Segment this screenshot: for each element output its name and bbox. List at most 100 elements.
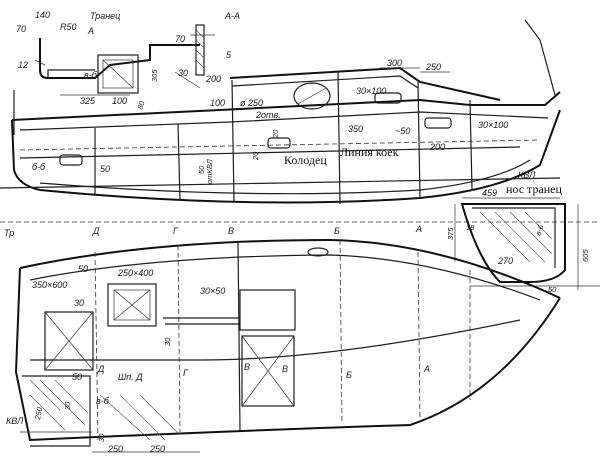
section-mark-a: A	[87, 26, 94, 36]
dim-30-plan-d: 30	[97, 433, 106, 442]
plan-transom-area	[22, 375, 91, 447]
cabin-roof-inner	[231, 75, 419, 89]
station-a: А	[415, 224, 422, 234]
dim-30x100-a: 30×100	[356, 86, 386, 96]
dim-605: 605	[581, 249, 590, 262]
station-row: Тр Д Г В Б А	[0, 221, 600, 238]
dim-otkvl: отКВЛ	[205, 158, 214, 184]
dim-250-plan-vert: 250	[33, 406, 44, 422]
frame-a	[417, 81, 421, 199]
bow-transom: 459 375 18 в-б 270 605 50 нос транец	[446, 182, 600, 294]
transom-section-outline	[39, 38, 200, 79]
plan-hull-outline	[14, 267, 561, 442]
frame-g	[177, 123, 181, 201]
dim-30: 30	[178, 68, 188, 78]
dim-50-plan: 50	[78, 264, 88, 274]
dim-2otv: 2отв.	[255, 110, 281, 120]
dim-200-side: 200	[429, 142, 445, 152]
section-post	[195, 24, 205, 76]
plan-centerline-offset	[30, 319, 521, 361]
dim-70-right: 70	[175, 34, 185, 44]
dim-300: 300	[387, 58, 402, 68]
dim-200-section: 200	[205, 74, 221, 84]
dim-b6-side: б-б	[32, 162, 46, 172]
kvl-label-plan: КВЛ	[6, 416, 24, 426]
dim-305: 305	[150, 69, 159, 82]
dim-350x600: 350×600	[32, 280, 67, 290]
dim-30-plan-a: 30	[74, 298, 84, 308]
dim-30-plan-c: 30	[63, 401, 72, 410]
bow-pulpit	[524, 19, 556, 96]
plan-station-vv: В	[282, 364, 288, 374]
dim-325: 325	[80, 96, 96, 106]
cabin-roof	[229, 66, 501, 101]
frame-a2	[469, 99, 473, 191]
hull-inner-bottom	[39, 159, 531, 195]
transom-label: Транец	[90, 11, 120, 21]
plan-frame-b	[339, 239, 343, 425]
plan-station-v: В	[244, 362, 250, 372]
plan-inner-edge	[29, 254, 541, 301]
bunk-line-2	[19, 146, 521, 159]
hatch-250x400	[107, 283, 157, 327]
dim-20-b: 20	[271, 129, 280, 139]
deck-inner-line	[19, 111, 549, 131]
cockpit-350x600	[44, 311, 94, 371]
dim-100: 100	[112, 96, 127, 106]
frame-b	[337, 71, 341, 205]
dim-12: 12	[18, 60, 28, 70]
plan-station-d: Д	[97, 364, 105, 374]
dim-50-side: ~50	[395, 126, 410, 136]
dim-50-plan-b: 50	[72, 372, 82, 382]
station-tr: Тр	[4, 228, 14, 238]
plan-frame-g	[177, 244, 181, 433]
side-view: 300 250 30×100 30×100 ø 250 2отв. 350 ~5…	[0, 19, 561, 205]
dim-375: 375	[446, 227, 455, 240]
dim-5: 5	[226, 50, 232, 60]
station-d: Д	[92, 226, 100, 236]
plan-frame-v	[237, 241, 241, 431]
bow-transom-title: нос транец	[506, 182, 563, 196]
well-label: Колодец	[284, 153, 327, 167]
plan-frame-a	[417, 251, 421, 421]
dim-b6-bow: в-б	[533, 223, 545, 237]
dim-50-side-b: 50	[100, 164, 110, 174]
dim-270: 270	[497, 256, 513, 266]
plan-station-g: Г	[183, 368, 189, 378]
dim-30x100-b: 30×100	[478, 120, 508, 130]
porthole-250	[293, 82, 331, 110]
transom-inner-line	[47, 69, 95, 78]
stern-line	[11, 119, 41, 191]
plan-view: 50 250×400 350×600 30 30×50 30 50 250 30…	[6, 238, 561, 454]
bunk-line-label: Линия коек	[340, 145, 399, 159]
transom-box-diag	[102, 59, 134, 89]
hatch-inner	[113, 289, 151, 321]
bunk-line	[19, 139, 541, 151]
dim-30-plan-b: 30	[163, 337, 172, 346]
plan-frame-d	[94, 251, 99, 441]
dim-250-plan-b: 250	[149, 444, 165, 454]
bow-transom-inner	[472, 207, 556, 268]
dim-80: 80	[135, 99, 147, 111]
dim-b6-transom: в-б	[84, 70, 98, 80]
dim-100-side: 100	[210, 98, 225, 108]
bow-transom-outline	[460, 203, 566, 283]
window-stern	[59, 154, 83, 166]
cabin-block	[239, 289, 296, 331]
dim-70-left: 70	[16, 24, 26, 34]
dim-250-plan-a: 250	[107, 444, 123, 454]
dim-30x50: 30×50	[200, 286, 225, 296]
deck-line	[11, 91, 561, 121]
dim-50-bow: 50	[548, 285, 557, 294]
frame-v	[231, 79, 235, 203]
dim-r50: R50	[60, 22, 77, 32]
dim-20-a: 20	[251, 151, 260, 161]
dim-250x400: 250×400	[117, 268, 153, 278]
plan-porthole	[307, 247, 329, 257]
dim-350: 350	[348, 124, 363, 134]
dim-b6-plan: в-б	[96, 396, 110, 406]
dim-d250: ø 250	[240, 98, 263, 108]
dim-140: 140	[35, 10, 50, 20]
